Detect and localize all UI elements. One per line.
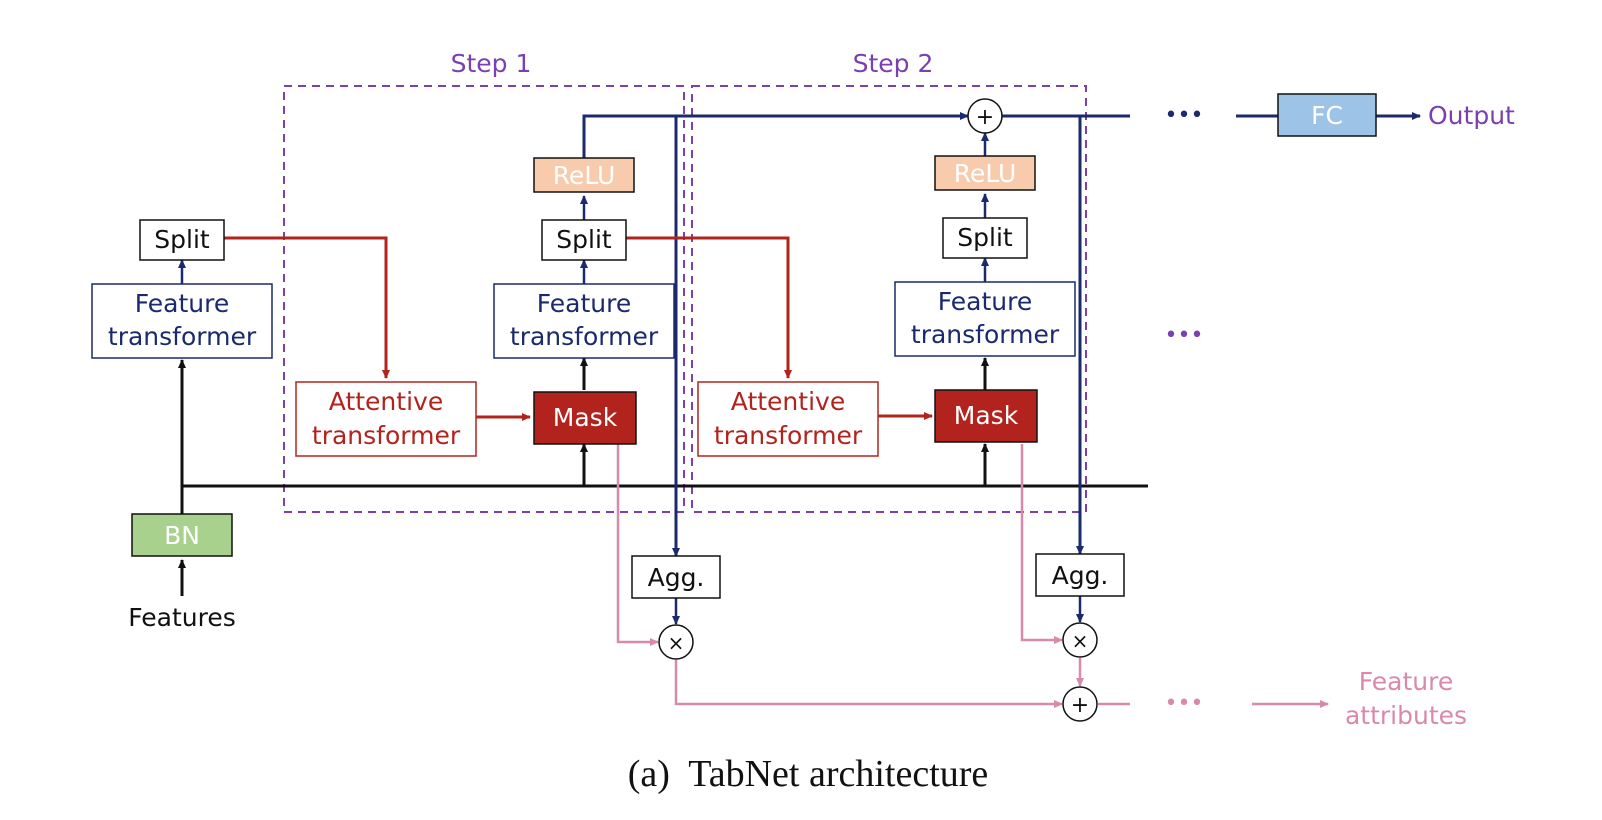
step2-region — [691, 85, 1087, 513]
features-label: Features — [128, 603, 236, 632]
agg-label-2: Agg. — [1052, 561, 1109, 590]
split1-to-attentive2-line — [626, 236, 792, 379]
times1-to-sum-line — [674, 660, 1063, 708]
attentive-transformer-label-2b: transformer — [714, 421, 863, 450]
split-box-1 — [541, 219, 627, 261]
attribute-ellipsis: ••• — [1165, 691, 1204, 716]
mask-box-2 — [934, 389, 1038, 443]
feature-transformer-box-1 — [493, 283, 675, 359]
fc-box — [1277, 93, 1377, 137]
relu-label-1: ReLU — [553, 161, 616, 190]
multiply-node-2 — [1062, 622, 1098, 658]
output-label: Output — [1428, 101, 1515, 130]
split-label-0: Split — [154, 225, 210, 254]
feature-attributes-label-a: Feature — [1359, 667, 1453, 696]
feature-transformer-label-2b: transformer — [911, 320, 1060, 349]
feature-transformer-label-2a: Feature — [938, 287, 1032, 316]
agg-label-1: Agg. — [648, 563, 705, 592]
bn-box — [131, 513, 233, 557]
middle-ellipsis: ••• — [1165, 323, 1204, 348]
attentive-transformer-label-1a: Attentive — [329, 387, 443, 416]
agg-box-2 — [1035, 553, 1125, 597]
output-ellipsis: ••• — [1165, 103, 1204, 128]
feature-transformer-label-1a: Feature — [537, 289, 631, 318]
output-sum-symbol: + — [976, 105, 994, 130]
relu1-to-sum-line — [582, 112, 969, 158]
mask2-to-times2-line — [1020, 444, 1063, 644]
agg-box-1 — [631, 555, 721, 599]
attentive-transformer-label-2a: Attentive — [731, 387, 845, 416]
attentive-transformer-label-1b: transformer — [312, 421, 461, 450]
step2-label: Step 2 — [853, 49, 934, 78]
step1-region — [283, 85, 685, 513]
figure-caption: (a) TabNet architecture — [628, 753, 989, 795]
step1-label: Step 1 — [451, 49, 532, 78]
multiply-node-1 — [658, 624, 694, 660]
feature-attributes-label-b: attributes — [1345, 701, 1467, 730]
feature-transformer-box-0 — [91, 283, 273, 359]
multiply-symbol-1: × — [668, 631, 685, 655]
feature-transformer-label-0a: Feature — [135, 289, 229, 318]
attentive-transformer-box-1 — [295, 381, 477, 457]
relu-box-2 — [934, 155, 1036, 191]
mask-label-1: Mask — [553, 403, 618, 432]
split-box-0 — [139, 219, 225, 261]
mask-box-1 — [533, 391, 637, 445]
output-sum-node — [967, 98, 1003, 134]
feature-transformer-box-2 — [894, 281, 1076, 357]
attribute-sum-symbol: + — [1071, 693, 1089, 718]
split-box-2 — [942, 217, 1028, 259]
attribute-sum-node — [1062, 686, 1098, 722]
split-label-1: Split — [556, 225, 612, 254]
bn-label: BN — [164, 521, 200, 550]
fc-label: FC — [1311, 101, 1343, 130]
feature-transformer-label-0b: transformer — [108, 322, 257, 351]
mask-label-2: Mask — [954, 401, 1019, 430]
relu-label-2: ReLU — [954, 159, 1017, 188]
split-label-2: Split — [957, 223, 1013, 252]
feature-transformer-label-1b: transformer — [510, 322, 659, 351]
attentive-transformer-box-2 — [697, 381, 879, 457]
split0-to-attentive1-line — [224, 236, 390, 379]
mask1-to-times1-line — [616, 444, 659, 646]
relu-box-1 — [533, 157, 635, 193]
multiply-symbol-2: × — [1072, 629, 1089, 653]
